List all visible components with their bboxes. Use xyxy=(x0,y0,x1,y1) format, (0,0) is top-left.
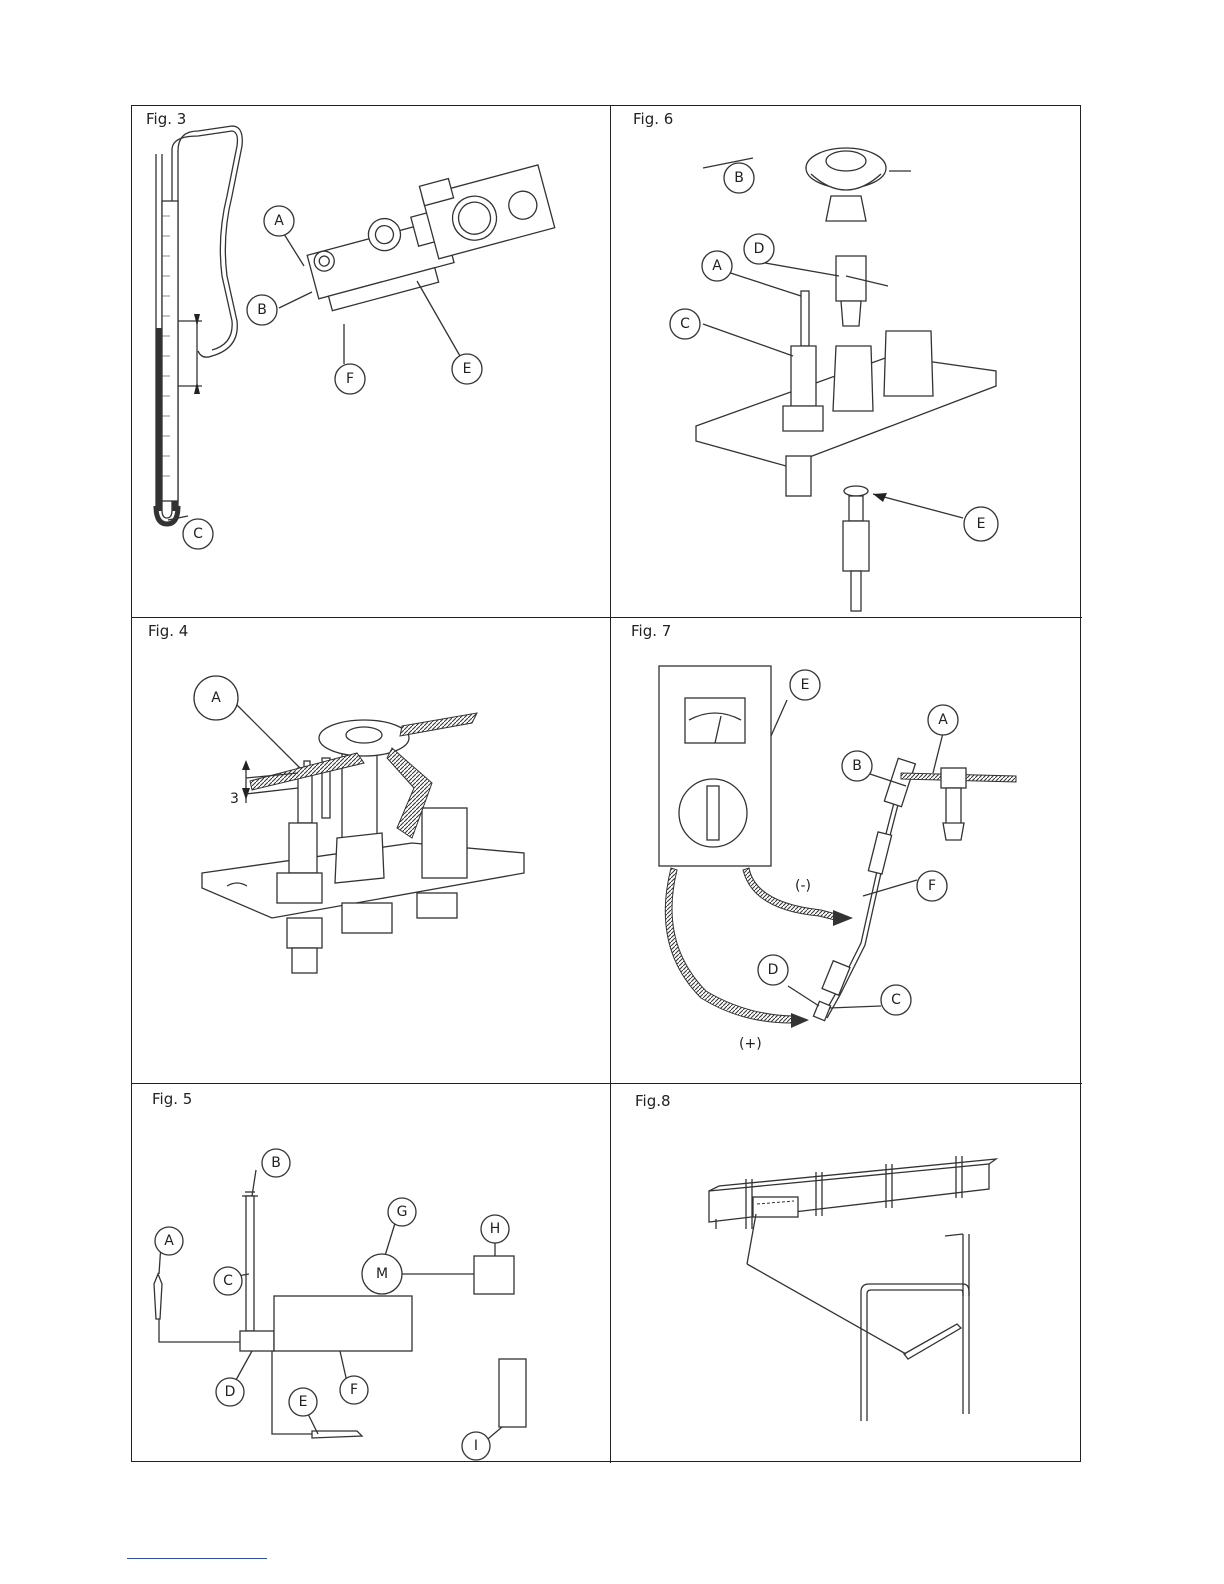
callout-a: A xyxy=(264,206,294,236)
svg-text:B: B xyxy=(852,758,862,774)
callout-d: D xyxy=(758,955,788,985)
svg-text:E: E xyxy=(801,677,810,693)
callout-f: F xyxy=(335,364,365,394)
svg-text:F: F xyxy=(346,371,354,387)
figure-4-title: Fig. 4 xyxy=(148,622,188,640)
svg-text:B: B xyxy=(257,302,267,318)
figure-6-title: Fig. 6 xyxy=(633,110,673,128)
figure-5-panel: A B C D E F G H I M Fig. 5 xyxy=(132,1084,611,1463)
callout-d: D xyxy=(216,1378,244,1406)
svg-text:D: D xyxy=(754,241,765,257)
svg-text:C: C xyxy=(223,1273,233,1289)
callout-b: B xyxy=(724,163,754,193)
footer-rule xyxy=(127,1558,267,1559)
callout-e: E xyxy=(452,354,482,384)
motor-circle: M xyxy=(362,1254,402,1294)
svg-text:A: A xyxy=(211,690,221,706)
figure-3-panel: A B C E F Fig. 3 xyxy=(132,106,611,618)
callout-a: A xyxy=(155,1227,183,1255)
svg-text:B: B xyxy=(734,170,744,186)
svg-text:A: A xyxy=(274,213,284,229)
svg-text:C: C xyxy=(891,992,901,1008)
callout-f: F xyxy=(917,871,947,901)
figure-6-drawing: A B C D E xyxy=(611,106,1082,618)
svg-text:D: D xyxy=(768,962,779,978)
figure-3-title: Fig. 3 xyxy=(146,110,186,128)
callout-b: B xyxy=(842,751,872,781)
svg-text:I: I xyxy=(474,1438,478,1454)
svg-text:A: A xyxy=(164,1233,174,1249)
svg-text:F: F xyxy=(350,1382,358,1398)
figure-7-drawing: (-) (+) A B C D E F xyxy=(611,618,1082,1084)
callout-d: D xyxy=(744,234,774,264)
svg-text:A: A xyxy=(712,258,722,274)
negative-lead-label: (-) xyxy=(795,878,811,894)
callout-b: B xyxy=(247,295,277,325)
callout-a: A xyxy=(928,705,958,735)
figure-7-title: Fig. 7 xyxy=(631,622,671,640)
svg-text:C: C xyxy=(680,316,690,332)
svg-text:H: H xyxy=(490,1221,501,1237)
figure-8-drawing xyxy=(611,1084,1082,1463)
callout-i: I xyxy=(462,1432,490,1460)
callout-c: C xyxy=(670,309,700,339)
svg-text:E: E xyxy=(463,361,472,377)
positive-lead-label: (+) xyxy=(739,1036,762,1052)
svg-text:G: G xyxy=(397,1204,408,1220)
svg-text:M: M xyxy=(376,1266,388,1282)
figure-4-panel: 3 A Fig. 4 xyxy=(132,618,611,1084)
svg-text:B: B xyxy=(271,1155,281,1171)
callout-e: E xyxy=(289,1388,317,1416)
figure-7-panel: (-) (+) A B C D E F Fig. 7 xyxy=(611,618,1082,1084)
svg-text:F: F xyxy=(928,878,936,894)
svg-text:A: A xyxy=(938,712,948,728)
figure-6-panel: A B C D E Fig. 6 xyxy=(611,106,1082,618)
svg-text:E: E xyxy=(977,516,986,532)
dimension-3: 3 xyxy=(230,791,239,807)
figure-5-title: Fig. 5 xyxy=(152,1090,192,1108)
svg-text:D: D xyxy=(225,1384,236,1400)
svg-text:C: C xyxy=(193,526,203,542)
figure-4-drawing: 3 A xyxy=(132,618,611,1084)
callout-a: A xyxy=(194,676,238,720)
callout-h: H xyxy=(481,1215,509,1243)
callout-e: E xyxy=(964,507,998,541)
callout-c: C xyxy=(214,1267,242,1295)
callout-b: B xyxy=(262,1149,290,1177)
svg-text:E: E xyxy=(299,1394,308,1410)
callout-c: C xyxy=(881,985,911,1015)
figure-8-panel: Fig.8 xyxy=(611,1084,1082,1463)
callout-f: F xyxy=(340,1376,368,1404)
callout-a: A xyxy=(702,251,732,281)
figure-grid: A B C E F Fig. 3 xyxy=(131,105,1081,1462)
callout-c: C xyxy=(183,519,213,549)
callout-g: G xyxy=(388,1198,416,1226)
callout-e: E xyxy=(790,670,820,700)
figure-8-title: Fig.8 xyxy=(635,1092,671,1110)
figure-5-drawing: A B C D E F G H I M xyxy=(132,1084,611,1463)
figure-3-drawing: A B C E F xyxy=(132,106,611,618)
